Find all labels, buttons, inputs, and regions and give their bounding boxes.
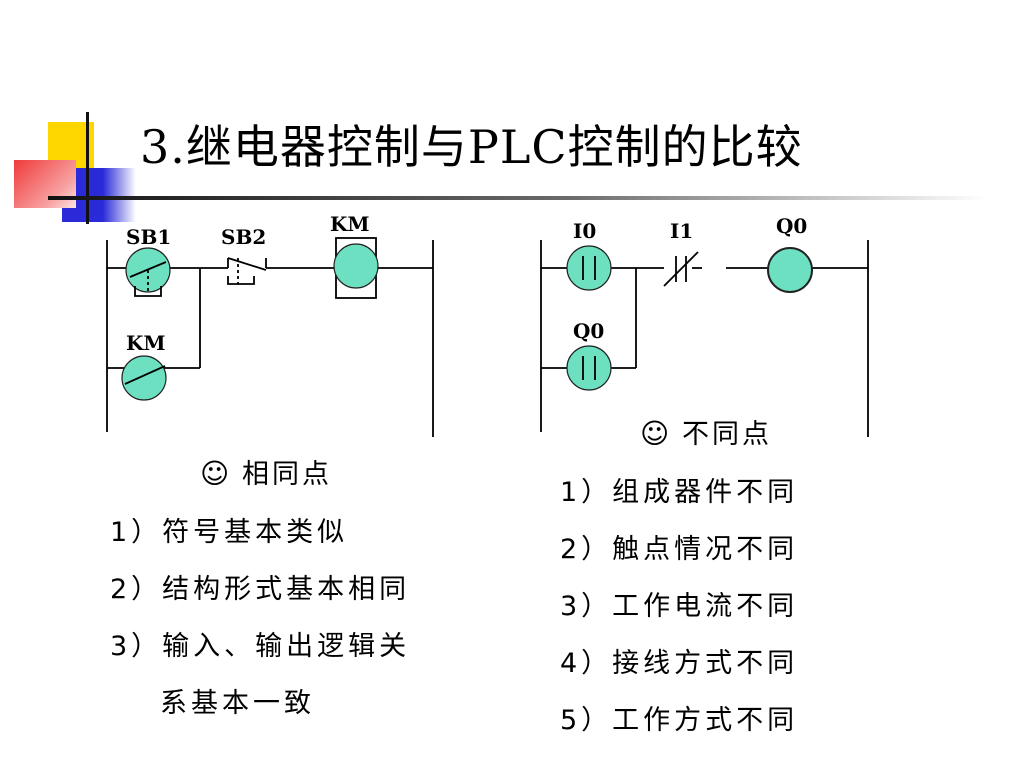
list-item: 1）符号基本类似 bbox=[110, 517, 349, 548]
smiley-icon: ☺ bbox=[640, 417, 673, 450]
similarities-heading-text: 相同点 bbox=[242, 459, 332, 490]
similarities-heading: ☺ 相同点 bbox=[200, 456, 332, 493]
label-km-coil: KM bbox=[330, 212, 370, 236]
label-q0-contact: Q0 bbox=[573, 319, 604, 343]
label-sb1: SB1 bbox=[126, 225, 171, 249]
differences-heading-text: 不同点 bbox=[682, 419, 772, 450]
km-contact-highlight bbox=[121, 355, 167, 401]
similarities-list: 1）符号基本类似 2）结构形式基本相同 3）输入、输出逻辑关 系基本一致 bbox=[110, 504, 410, 732]
q0-coil-highlight bbox=[767, 247, 813, 293]
list-item: 1）组成器件不同 bbox=[560, 477, 799, 508]
differences-list: 1）组成器件不同 2）触点情况不同 3）工作电流不同 4）接线方式不同 5）工作… bbox=[560, 464, 798, 749]
i0-contact-highlight bbox=[566, 245, 612, 291]
label-i1: I1 bbox=[670, 219, 693, 243]
smiley-icon: ☺ bbox=[200, 457, 233, 490]
list-item: 5）工作方式不同 bbox=[560, 705, 799, 736]
label-i0: I0 bbox=[573, 219, 596, 243]
list-item: 3）输入、输出逻辑关 bbox=[110, 631, 411, 662]
km-coil-highlight bbox=[333, 237, 379, 299]
label-km-contact: KM bbox=[126, 331, 166, 355]
list-item: 2）结构形式基本相同 bbox=[110, 574, 411, 605]
deco-vertical-line bbox=[86, 112, 89, 224]
relay-ladder-diagram bbox=[106, 237, 434, 437]
list-item: 2）触点情况不同 bbox=[560, 534, 799, 565]
q0-contact-highlight bbox=[566, 345, 612, 391]
title-underline bbox=[48, 196, 988, 200]
sb2-stop-button bbox=[227, 257, 267, 285]
differences-heading: ☺ 不同点 bbox=[640, 416, 772, 453]
plc-ladder-diagram bbox=[540, 240, 869, 437]
list-item: 4）接线方式不同 bbox=[560, 648, 799, 679]
page-title: 3.继电器控制与PLC控制的比较 bbox=[140, 120, 803, 174]
list-item: 系基本一致 bbox=[160, 688, 315, 719]
i1-contact bbox=[663, 251, 699, 287]
label-q0-coil: Q0 bbox=[776, 214, 807, 238]
label-sb2: SB2 bbox=[221, 225, 266, 249]
list-item: 3）工作电流不同 bbox=[560, 591, 799, 622]
sb1-start-button-highlight bbox=[125, 247, 171, 297]
